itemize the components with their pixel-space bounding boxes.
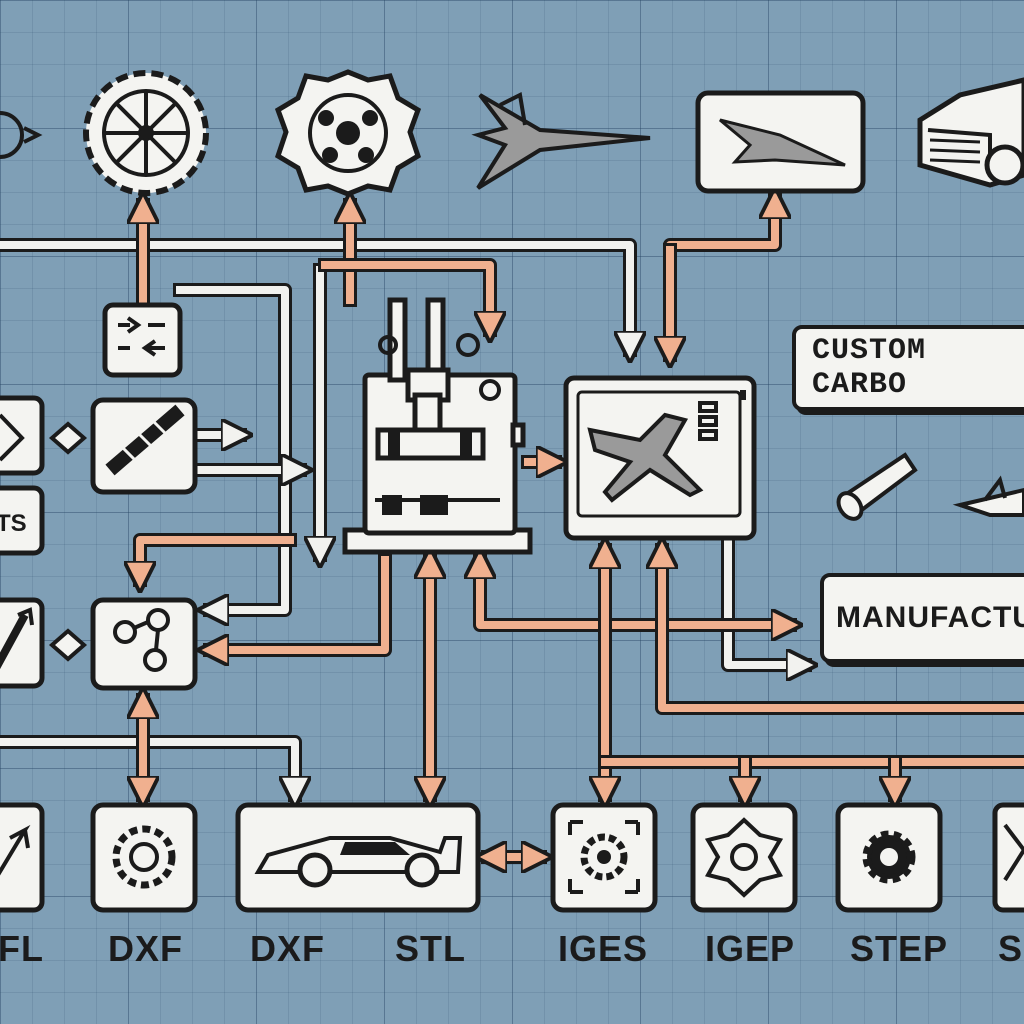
format-label-iges: IGES — [558, 928, 649, 969]
design-monitor — [563, 375, 757, 541]
format-label-fl: FL — [0, 928, 44, 969]
format-box-car — [235, 802, 481, 913]
format-box-fl — [0, 802, 45, 913]
cnc-machine-icon — [342, 297, 533, 555]
custom-carbon-label: CUSTOM CARBO — [792, 325, 1024, 411]
side-text: TS — [0, 510, 27, 537]
manufacturing-label: MANUFACTUR — [820, 573, 1024, 663]
format-box-igep — [690, 802, 798, 913]
format-box-s — [992, 802, 1024, 913]
screw-part-box — [90, 397, 198, 495]
connector-box — [102, 302, 183, 378]
format-label-dxf-1: DXF — [108, 928, 183, 969]
truck-icon — [917, 77, 1024, 188]
wrench-box — [0, 597, 45, 689]
format-label-step: STEP — [850, 928, 949, 969]
part-card-left-top — [0, 395, 45, 476]
wheel-gear-icon — [83, 70, 209, 196]
format-label-dxf-2: DXF — [250, 928, 325, 969]
side-label-box — [0, 485, 45, 556]
half-gear-icon — [0, 111, 43, 159]
format-label-igep: IGEP — [705, 928, 796, 969]
jet-part-icon — [952, 475, 1024, 517]
format-box-dxf-gear — [90, 802, 198, 913]
format-box-iges — [550, 802, 658, 913]
format-box-step — [835, 802, 943, 913]
cog-wheel-icon — [274, 69, 422, 197]
jet-aircraft-icon — [471, 92, 651, 190]
molecule-box — [90, 597, 198, 691]
custom-carbon-text: CUSTOM CARBO — [812, 334, 927, 402]
aircraft-card — [695, 90, 866, 194]
format-label-stl: STL — [395, 928, 466, 969]
manufacturing-text: MANUFACTUR — [836, 601, 1024, 634]
connector-lines — [0, 200, 1024, 857]
carbon-tube-icon — [836, 452, 918, 521]
format-label-s: S — [998, 928, 1024, 969]
